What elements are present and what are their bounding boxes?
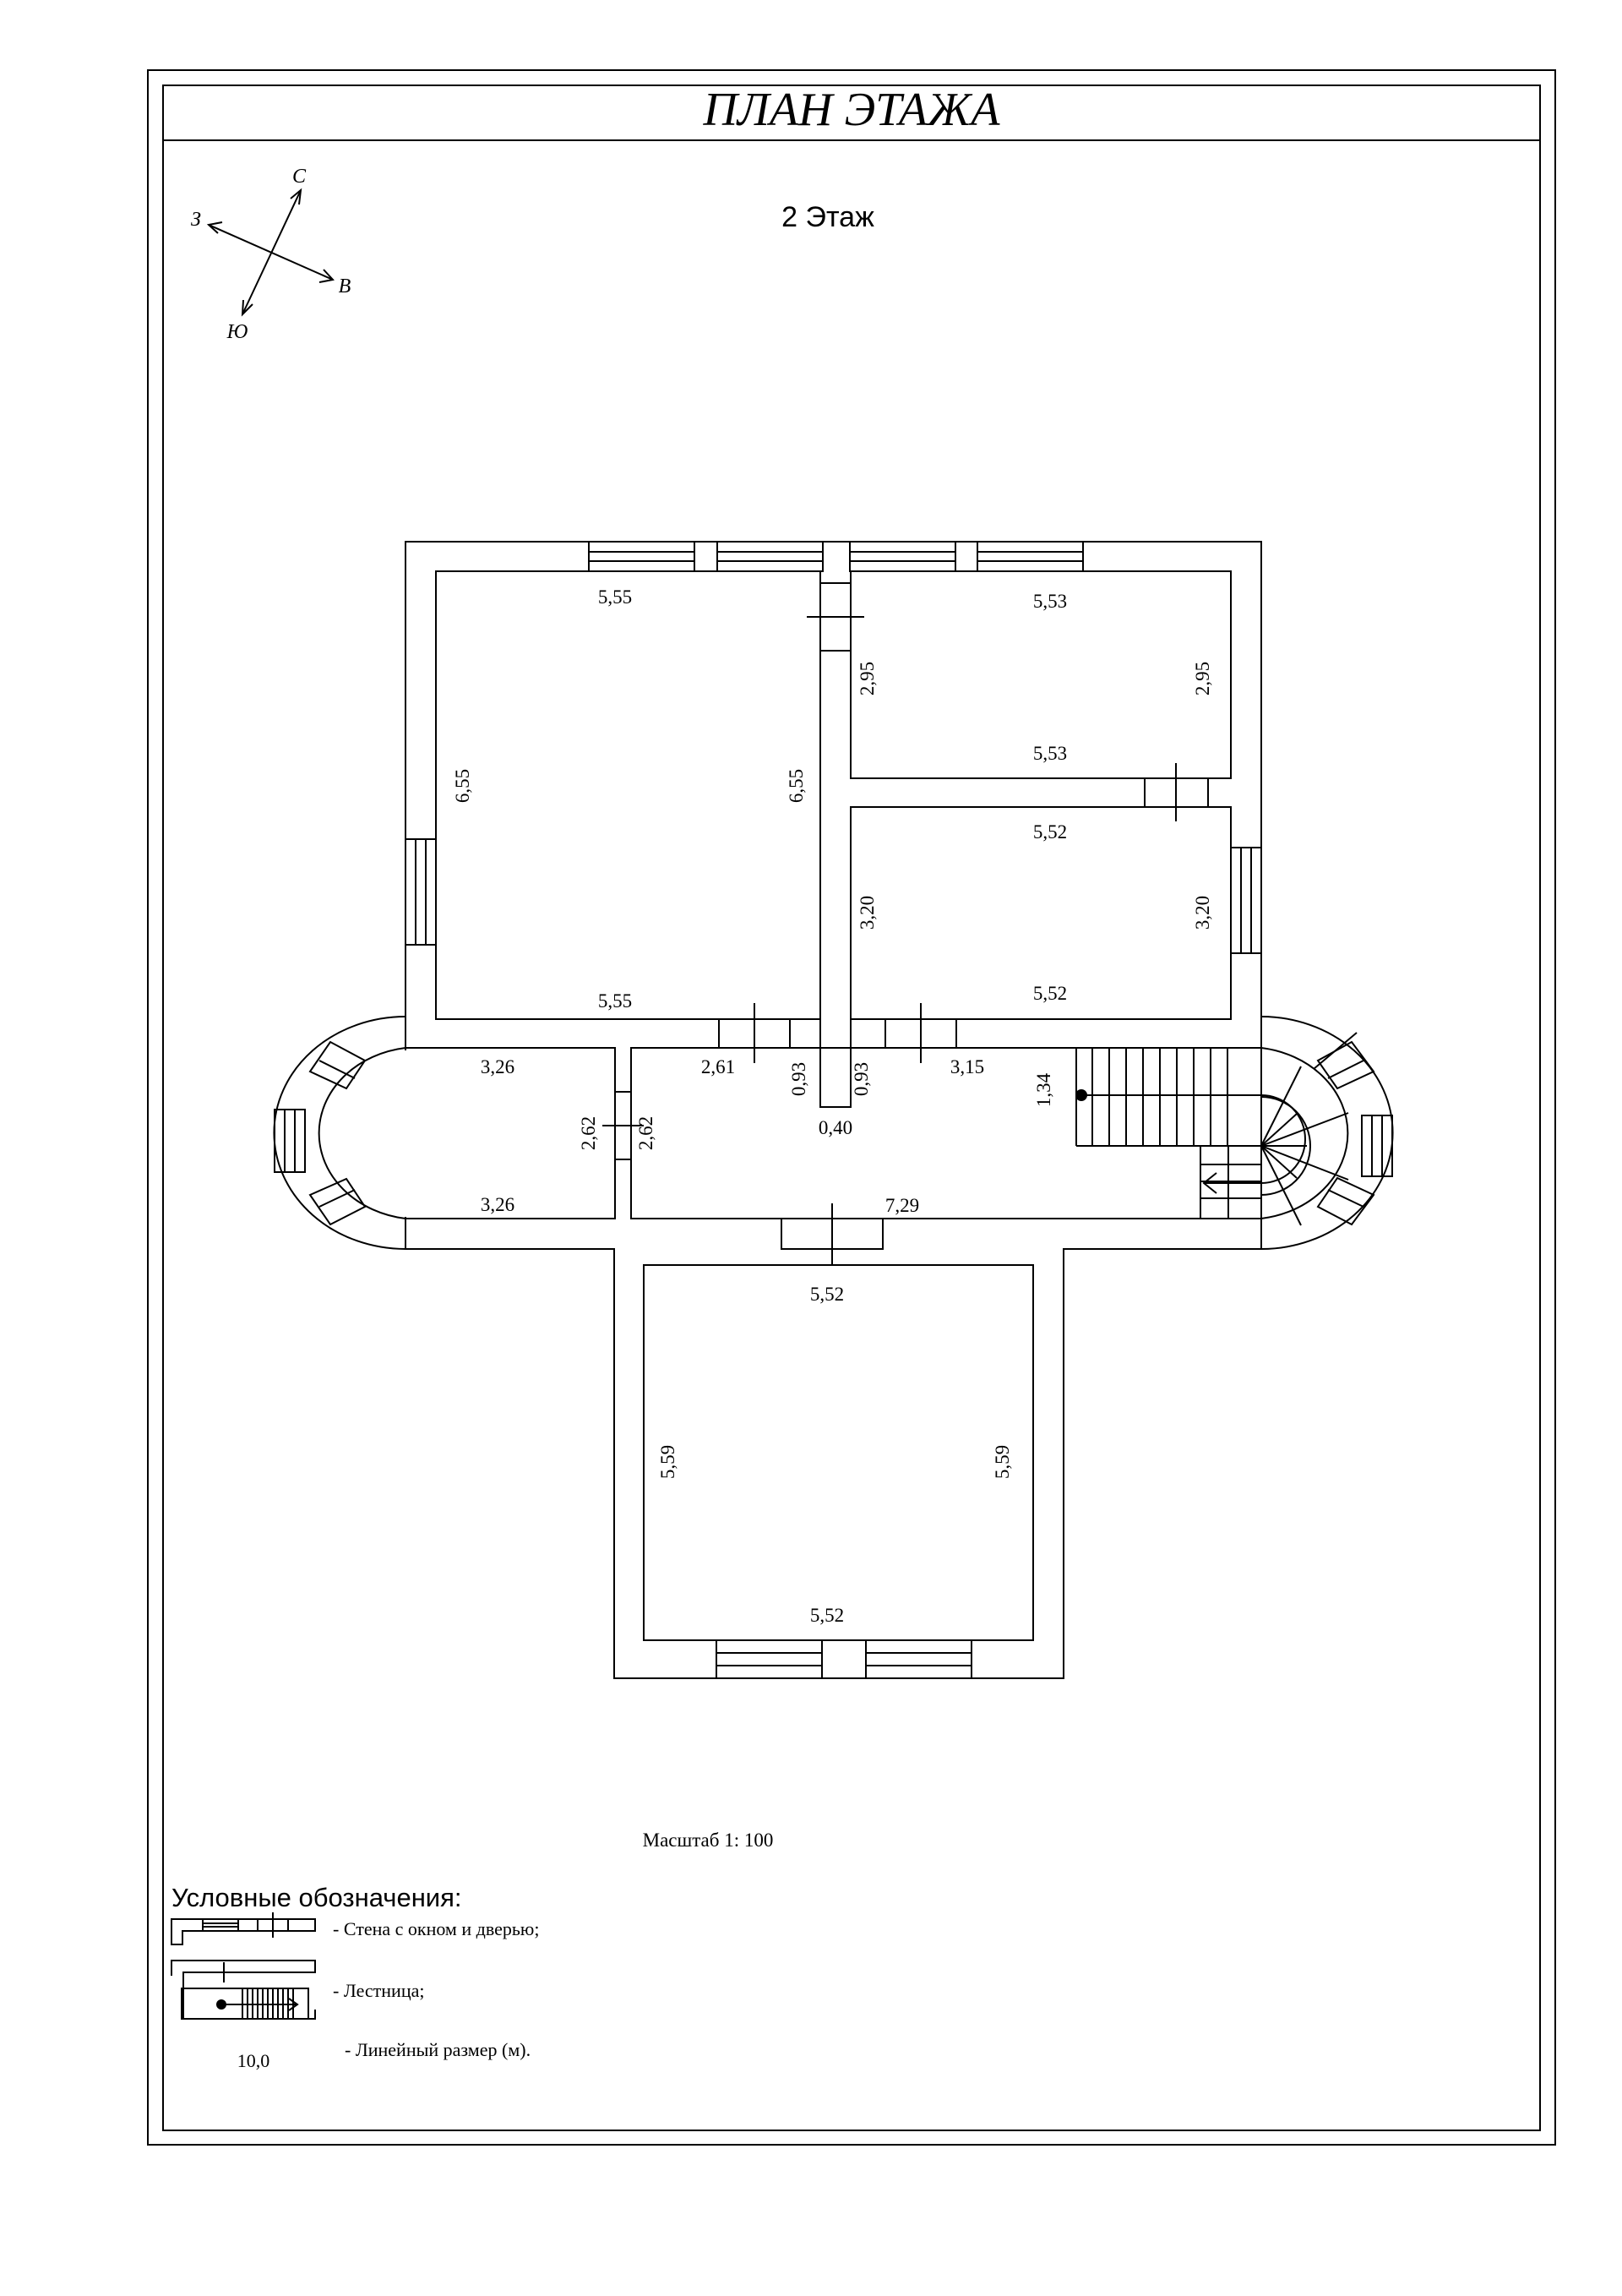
door-hall-south-room xyxy=(781,1203,884,1264)
window-top-3 xyxy=(849,541,956,572)
dim-room1-right: 6,55 xyxy=(786,769,807,803)
east-round-bay xyxy=(1260,1016,1394,1250)
dim-room3-top: 5,52 xyxy=(1033,821,1067,843)
bay-window-east-1 xyxy=(1316,1040,1375,1090)
outer-frame xyxy=(147,69,1556,2146)
door-room2-room3 xyxy=(1144,763,1209,821)
scale-label: Масштаб 1: 100 xyxy=(643,1830,774,1851)
dim-south-room-left: 5,59 xyxy=(657,1445,678,1479)
dim-hall-niche-left: 0,93 xyxy=(788,1062,809,1096)
door-room1-room2 xyxy=(807,582,864,652)
dimension-labels: 5,55 6,55 6,55 5,55 5,53 2,95 2,95 5,53 … xyxy=(452,586,1213,1626)
bay-window-east-2 xyxy=(1361,1115,1393,1177)
compass-south-label: Ю xyxy=(226,321,248,343)
legend-dim-label: - Линейный размер (м). xyxy=(345,2039,531,2060)
floor-plan xyxy=(273,541,1394,1679)
compass-east-label: В xyxy=(339,275,351,297)
legend-stair-label: - Лестница; xyxy=(333,1980,425,2001)
door-west-room-hall xyxy=(602,1091,644,1160)
dim-south-room-top: 5,52 xyxy=(810,1284,844,1305)
window-bottom-2 xyxy=(865,1639,972,1679)
dim-room2-top: 5,53 xyxy=(1033,591,1067,612)
dim-west-room-top: 3,26 xyxy=(481,1056,514,1077)
dim-hall-niche-width: 0,40 xyxy=(819,1117,852,1138)
legend-heading: Условные обозначения: xyxy=(171,1883,462,1912)
dim-room3-right: 3,20 xyxy=(1192,896,1213,930)
dim-hall-bottom: 7,29 xyxy=(885,1195,919,1216)
bay-window-east-3 xyxy=(1316,1176,1375,1226)
legend-stair-icon xyxy=(171,1960,316,2020)
compass-rose-icon xyxy=(206,188,335,317)
south-room xyxy=(643,1264,1034,1641)
dim-room2-bottom: 5,53 xyxy=(1033,743,1067,764)
inner-frame xyxy=(162,85,1541,2131)
window-top-2 xyxy=(716,541,824,572)
stair-start-marker xyxy=(1075,1089,1087,1101)
bay-window-west-1 xyxy=(308,1040,367,1090)
window-top-4 xyxy=(977,541,1084,572)
hall-niche xyxy=(819,1048,852,1108)
staircase-icon xyxy=(1075,1047,1349,1226)
window-top-1 xyxy=(588,541,695,572)
floor-label: 2 Этаж xyxy=(781,201,874,233)
dim-hall-left-top: 2,61 xyxy=(701,1056,735,1077)
door-room1-hall xyxy=(718,1003,791,1063)
dim-room2-left: 2,95 xyxy=(857,662,878,695)
room-1 xyxy=(435,570,821,1020)
dim-west-room-bottom: 3,26 xyxy=(481,1194,514,1215)
window-west xyxy=(405,838,437,946)
dim-room2-right: 2,95 xyxy=(1192,662,1213,695)
window-bottom-1 xyxy=(716,1639,823,1679)
page-title: ПЛАН ЭТАЖА xyxy=(702,84,1000,136)
compass-west-label: З xyxy=(191,209,201,231)
legend-stair-marker xyxy=(216,1999,226,2010)
legend-dim-sample: 10,0 xyxy=(237,2050,270,2071)
dim-south-room-bottom: 5,52 xyxy=(810,1605,844,1626)
outer-walls xyxy=(405,541,1262,1679)
dim-stair-height: 1,34 xyxy=(1033,1072,1054,1107)
window-east xyxy=(1230,847,1262,954)
dim-hall-niche-right: 0,93 xyxy=(851,1062,872,1096)
bay-window-west-3 xyxy=(308,1177,367,1226)
west-round-bay xyxy=(273,1016,406,1250)
bay-window-west-2 xyxy=(274,1109,306,1173)
legend-wall-icon xyxy=(171,1912,316,1945)
dim-hall-right-top: 3,15 xyxy=(950,1056,984,1077)
dim-room3-left: 3,20 xyxy=(857,896,878,930)
door-room3-hall xyxy=(884,1003,957,1063)
dim-south-room-right: 5,59 xyxy=(992,1445,1013,1479)
dim-room3-bottom: 5,52 xyxy=(1033,983,1067,1004)
compass-north-label: С xyxy=(292,166,307,188)
dim-room1-bottom: 5,55 xyxy=(598,990,632,1012)
dim-room1-top: 5,55 xyxy=(598,586,632,608)
legend-wall-label: - Стена с окном и дверью; xyxy=(333,1918,539,1939)
dim-west-room-side: 2,62 xyxy=(578,1116,599,1150)
dim-room1-left: 6,55 xyxy=(452,769,473,803)
dim-hall-left-side: 2,62 xyxy=(635,1116,656,1150)
